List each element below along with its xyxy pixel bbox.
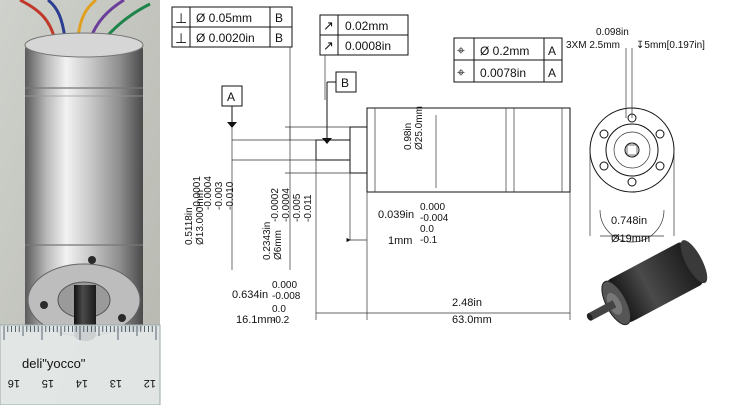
- perp-tolerance-mm: Ø 0.05mm: [196, 11, 252, 25]
- runout-tolerance-mm: 0.02mm: [345, 19, 388, 33]
- svg-text:0.2343inØ6mm: 0.2343inØ6mm: [262, 222, 284, 260]
- runout-icon: ↗: [323, 18, 334, 33]
- perp-datum: B: [275, 31, 283, 45]
- perpendicular-icon: ⊥: [175, 30, 187, 46]
- perpendicular-icon: ⊥: [175, 10, 187, 26]
- svg-text:-0.0002-0.0004-0.005-0.011: -0.0002-0.0004-0.005-0.011: [270, 188, 314, 222]
- front-view: [589, 48, 675, 243]
- body-length-mm: 63.0mm: [452, 314, 492, 326]
- ruler-number: 14: [76, 377, 88, 389]
- svg-text:-0.0001-0.0004-0.003-0.010: -0.0001-0.0004-0.003-0.010: [192, 176, 236, 210]
- pilot-diameter-dim: 0.2343inØ6mm: [262, 222, 284, 260]
- step-length-mm: 1mm: [388, 235, 412, 247]
- bolt-circle-dim: 0.098in: [596, 27, 629, 38]
- side-view: [231, 107, 571, 320]
- ruler-number: 12: [144, 377, 156, 389]
- pos-datum: A: [548, 66, 556, 80]
- fcf-perpendicularity: ⊥ Ø 0.05mm B ⊥ Ø 0.0020in B: [171, 6, 293, 48]
- perp-datum: B: [275, 11, 283, 25]
- perp-tolerance-in: Ø 0.0020in: [196, 31, 255, 45]
- ruler-number: 15: [42, 377, 54, 389]
- pilot-diameter-tol: -0.0002-0.0004-0.005-0.011: [270, 188, 314, 222]
- ruler-number: 13: [110, 377, 122, 389]
- shaft-length-in: 0.634in: [232, 289, 268, 301]
- datum-b: B: [322, 71, 357, 144]
- pilot-inch-dim: 0.748in: [611, 215, 647, 227]
- ruler-brand: deli"yocco": [22, 356, 86, 371]
- position-icon: ⌖: [457, 42, 465, 58]
- body-length-in: 2.48in: [452, 297, 482, 309]
- motor-3d-render: [586, 240, 708, 326]
- mount-holes-dim: 3XM 2.5mm: [566, 40, 620, 51]
- fcf-runout: ↗ 0.02mm ↗ 0.0008in: [319, 14, 409, 56]
- fcf-position: ⌖ Ø 0.2mm A ⌖ 0.0078in A: [453, 37, 563, 83]
- shaft-length-mm-tol: 0.0-0.2: [272, 304, 290, 326]
- pos-tolerance-in: 0.0078in: [480, 66, 526, 80]
- runout-icon: ↗: [323, 38, 334, 53]
- pos-tolerance-mm: Ø 0.2mm: [480, 44, 529, 58]
- ruler: deli"yocco" 16 15 14 13 12: [0, 324, 161, 406]
- step-length-in-tol: 0.000-0.004: [420, 202, 449, 224]
- shaft-diameter-dim: 0.5118inØ13.000mm: [184, 190, 206, 245]
- body-diameter-dim: 0.98inØ25.0mm: [403, 106, 425, 150]
- step-length-in: 0.039in: [378, 209, 414, 221]
- svg-text:A: A: [227, 90, 235, 104]
- position-icon: ⌖: [457, 64, 465, 80]
- pos-datum: A: [548, 44, 556, 58]
- svg-text:0.5118inØ13.000mm: 0.5118inØ13.000mm: [184, 190, 206, 245]
- svg-text:B: B: [341, 76, 349, 90]
- shaft-length-mm: 16.1mm: [236, 314, 276, 326]
- hole-depth-dim: ↧5mm[0.197in]: [636, 40, 705, 51]
- ruler-number: 16: [8, 377, 20, 389]
- motor-photo: deli"yocco" 16 15 14 13 12: [0, 0, 161, 406]
- shaft-diameter-tol: -0.0001-0.0004-0.003-0.010: [192, 176, 236, 210]
- datum-a: A: [221, 85, 243, 128]
- pilot-mm-dim: Ø19mm: [611, 233, 650, 245]
- runout-tolerance-in: 0.0008in: [345, 39, 391, 53]
- shaft-length-in-tol: 0.000-0.008: [272, 280, 301, 302]
- step-length-mm-tol: 0.0-0.1: [420, 224, 438, 246]
